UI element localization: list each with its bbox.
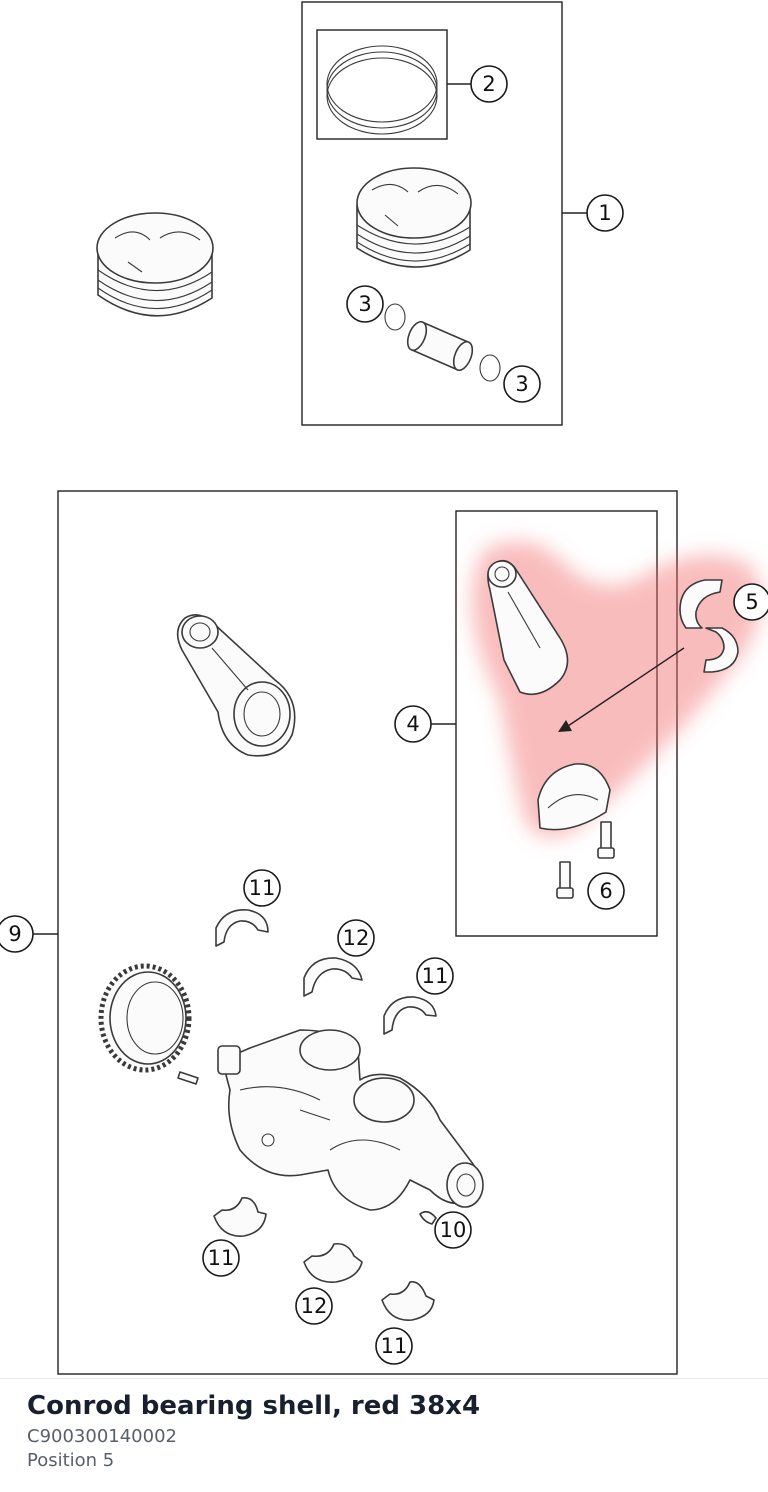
piston-standalone[interactable] (96, 212, 214, 317)
circlip-right[interactable] (479, 354, 501, 382)
callout-10[interactable]: 10 (434, 1211, 472, 1249)
svg-text:12: 12 (343, 926, 370, 950)
callout-12-lower[interactable]: 12 (295, 1287, 333, 1325)
callout-1[interactable]: 1 (586, 194, 624, 232)
callout-3-left[interactable]: 3 (346, 285, 384, 323)
thrust-bearing-shell-lower[interactable] (303, 1242, 363, 1283)
piston-rings[interactable] (326, 45, 438, 135)
svg-text:11: 11 (249, 876, 276, 900)
woodruff-key[interactable] (419, 1210, 437, 1225)
conrod-in-kit[interactable] (487, 559, 569, 696)
piston-in-kit[interactable] (356, 167, 472, 268)
part-position: Position 5 (27, 1450, 115, 1471)
main-bearing-shell-lower-left[interactable] (213, 1196, 267, 1237)
main-bearing-shell-upper-left[interactable] (215, 909, 269, 947)
svg-text:10: 10 (440, 1218, 467, 1242)
conrod-cap[interactable] (537, 763, 611, 831)
callout-6[interactable]: 6 (587, 872, 625, 910)
svg-text:11: 11 (381, 1334, 408, 1358)
callout-4[interactable]: 4 (394, 705, 432, 743)
callout-11-lower-left[interactable]: 11 (202, 1239, 240, 1277)
conrod-bolts[interactable] (556, 821, 615, 899)
svg-text:2: 2 (482, 72, 495, 96)
svg-text:11: 11 (208, 1246, 235, 1270)
crankshaft-assembly-frame (57, 490, 678, 1375)
callout-9[interactable]: 9 (0, 915, 34, 953)
selected-part-info: Conrod bearing shell, red 38x4 C90030014… (0, 1378, 768, 1492)
main-bearing-shell-upper-right[interactable] (383, 996, 437, 1035)
assembly-arrow (564, 647, 685, 729)
svg-text:9: 9 (8, 922, 21, 946)
callout-11-lower-right[interactable]: 11 (375, 1327, 413, 1365)
dowel-pin[interactable] (177, 1071, 199, 1085)
callout-12-upper[interactable]: 12 (337, 919, 375, 957)
svg-text:4: 4 (406, 712, 419, 736)
main-bearing-shell-lower-right[interactable] (381, 1280, 435, 1321)
circlip-left[interactable] (384, 303, 406, 331)
crankshaft-gear[interactable] (98, 963, 192, 1073)
wrist-pin[interactable] (404, 319, 476, 373)
svg-text:1: 1 (598, 201, 611, 225)
thrust-bearing-shell-upper[interactable] (303, 957, 363, 997)
callout-3-right[interactable]: 3 (503, 365, 541, 403)
svg-text:12: 12 (301, 1294, 328, 1318)
conrod-bearing-shell-pair[interactable] (679, 579, 739, 673)
svg-text:3: 3 (515, 372, 528, 396)
callout-2[interactable]: 2 (470, 65, 508, 103)
svg-text:11: 11 (422, 964, 449, 988)
part-number: C900300140002 (27, 1426, 177, 1447)
part-title: Conrod bearing shell, red 38x4 (27, 1391, 481, 1421)
callout-5[interactable]: 5 (733, 583, 768, 621)
callout-11-upper-left[interactable]: 11 (243, 869, 281, 907)
svg-text:6: 6 (599, 879, 612, 903)
svg-text:3: 3 (358, 292, 371, 316)
svg-text:5: 5 (745, 590, 758, 614)
exploded-parts-diagram: 1 2 3 3 4 5 6 9 10 11 11 11 11 12 12 (0, 1, 768, 1375)
crankshaft[interactable] (217, 1029, 484, 1211)
conrod-standalone[interactable] (176, 614, 296, 757)
callout-11-upper-right[interactable]: 11 (416, 957, 454, 995)
